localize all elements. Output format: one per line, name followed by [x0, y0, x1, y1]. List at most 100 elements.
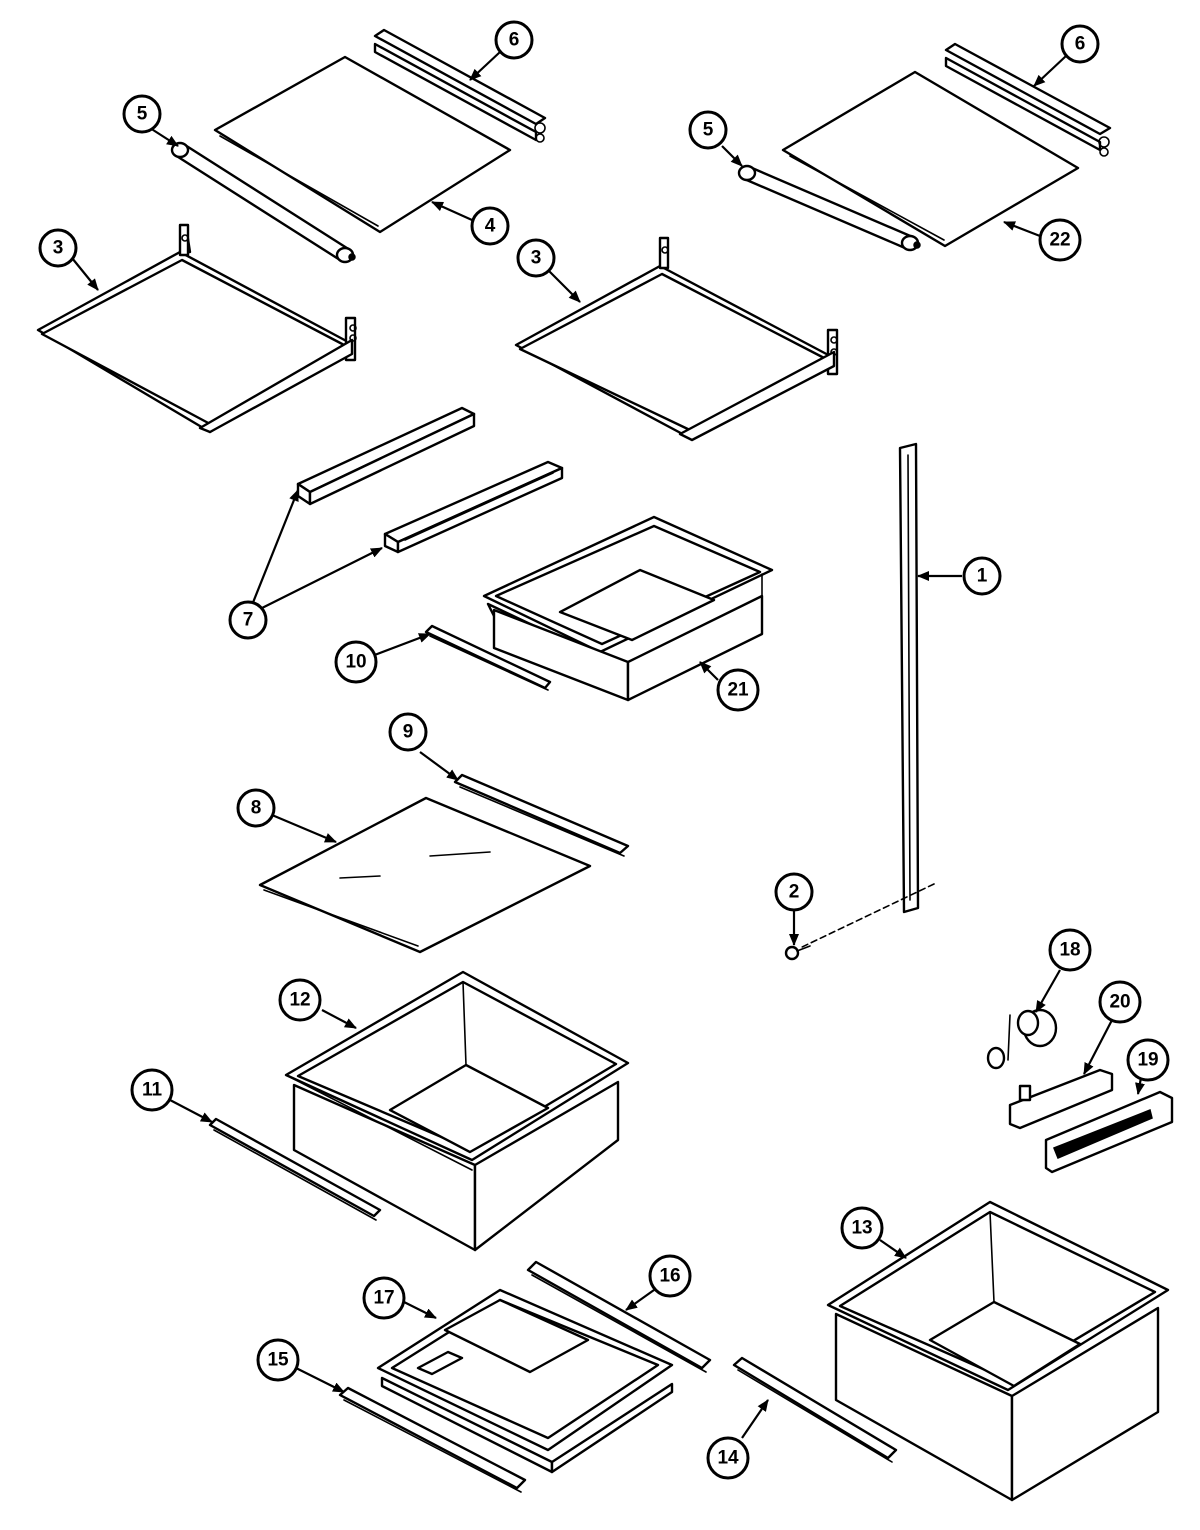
leader-line-3a — [71, 257, 99, 291]
shelf-frame-part-3-left — [36, 223, 357, 434]
leader-line-3b — [547, 269, 581, 303]
callout-13: 13 — [840, 1206, 884, 1250]
callout-22: 22 — [1038, 218, 1082, 262]
crisper-cover-part-17 — [376, 1288, 674, 1474]
leader-line-20 — [1083, 1019, 1113, 1075]
callout-label-5-right: 5 — [703, 120, 714, 141]
screw-part-2 — [784, 945, 811, 961]
callout-label-3-right: 3 — [531, 248, 542, 269]
callout-19: 19 — [1126, 1038, 1170, 1082]
leader-line-9 — [419, 751, 459, 781]
callout-label-4: 4 — [485, 216, 496, 237]
callout-3-right: 3 — [516, 238, 556, 278]
callout-5-left: 5 — [122, 94, 162, 134]
control-knob-part-18 — [986, 1008, 1058, 1070]
shelf-roller-part-5-right — [737, 164, 921, 252]
glass-cover-part-8 — [258, 796, 592, 954]
callout-label-11: 11 — [142, 1080, 163, 1101]
trim-strip-part-15 — [338, 1386, 527, 1493]
callout-label-18: 18 — [1059, 940, 1080, 961]
callout-label-5-left: 5 — [137, 104, 148, 125]
callout-2: 2 — [774, 872, 814, 912]
trim-strip-part-16 — [526, 1260, 712, 1373]
callout-label-21: 21 — [727, 680, 749, 701]
callout-label-7: 7 — [243, 610, 254, 631]
callout-label-19: 19 — [1137, 1050, 1158, 1071]
callout-label-22: 22 — [1049, 230, 1070, 251]
leader-line-8 — [271, 813, 337, 844]
leader-lines — [71, 51, 1145, 1439]
callout-8: 8 — [236, 788, 276, 828]
leader-line-12 — [321, 1009, 357, 1029]
shelf-roller-part-5-left — [170, 141, 356, 264]
leader-line-5b — [721, 145, 743, 167]
crisper-pan-part-13 — [826, 1200, 1170, 1502]
callout-label-16: 16 — [659, 1266, 680, 1287]
glass-shelf-part-22 — [781, 70, 1080, 248]
callout-10: 10 — [334, 640, 378, 684]
callout-label-12: 12 — [289, 990, 310, 1011]
leader-line-15 — [295, 1367, 345, 1393]
leader-line-18 — [1035, 969, 1061, 1013]
callout-label-8: 8 — [251, 798, 262, 819]
callout-label-6-left: 6 — [509, 30, 520, 51]
callout-6-left: 6 — [494, 20, 534, 60]
leader-line-4 — [431, 200, 473, 222]
shelf-trim-part-6-right — [944, 42, 1112, 157]
shelf-support-rail-part-1 — [799, 442, 935, 949]
trim-strip-part-10 — [424, 624, 552, 691]
leader-line-6b — [1033, 55, 1067, 87]
drawer-part-21 — [482, 515, 774, 702]
callout-label-17: 17 — [373, 1288, 394, 1309]
callout-20: 20 — [1098, 980, 1142, 1024]
crisper-pan-part-12 — [284, 970, 630, 1252]
leader-line-22 — [1003, 220, 1041, 238]
shelf-frame-part-3-right — [514, 236, 839, 442]
callout-21: 21 — [716, 668, 760, 712]
drawer-rails-part-7 — [296, 406, 564, 554]
callout-4: 4 — [470, 206, 510, 246]
callout-1: 1 — [962, 556, 1002, 596]
trim-strip-part-9 — [453, 773, 630, 857]
callout-12: 12 — [278, 978, 322, 1022]
callout-label-14: 14 — [717, 1448, 739, 1469]
callout-16: 16 — [648, 1254, 692, 1298]
callout-11: 11 — [130, 1068, 174, 1112]
leader-line-17 — [399, 1299, 437, 1319]
callout-7: 7 — [228, 600, 268, 640]
leader-line-14 — [741, 1399, 769, 1439]
leader-line-21 — [699, 661, 719, 681]
callout-5-right: 5 — [688, 110, 728, 150]
callout-label-13: 13 — [851, 1218, 872, 1239]
shelf-trim-part-6-left — [373, 28, 547, 143]
trim-strip-part-11 — [208, 1117, 382, 1221]
control-bracket-part-20 — [1008, 1068, 1114, 1130]
callout-18: 18 — [1048, 928, 1092, 972]
trim-strip-part-14 — [732, 1356, 898, 1463]
callout-label-6-right: 6 — [1075, 34, 1086, 55]
callout-3-left: 3 — [38, 228, 78, 268]
leader-line-7a — [250, 489, 300, 606]
leader-line-13 — [879, 1239, 907, 1259]
leader-line-10 — [371, 632, 431, 658]
callout-9: 9 — [388, 712, 428, 752]
callout-17: 17 — [362, 1276, 406, 1320]
callout-15: 15 — [256, 1338, 300, 1382]
leader-line-7b — [261, 547, 383, 609]
callout-label-20: 20 — [1109, 992, 1130, 1013]
callout-label-9: 9 — [403, 722, 414, 743]
leader-line-16 — [625, 1289, 655, 1311]
callout-label-1: 1 — [977, 566, 988, 587]
callout-label-2: 2 — [789, 882, 800, 903]
callout-label-3-left: 3 — [53, 238, 64, 259]
control-housing-part-19 — [1044, 1090, 1174, 1174]
callout-14: 14 — [706, 1436, 750, 1480]
callout-label-10: 10 — [345, 652, 366, 673]
leader-line-6a — [469, 51, 501, 81]
callout-6-right: 6 — [1060, 24, 1100, 64]
glass-shelf-part-4 — [213, 55, 512, 234]
leader-line-5a — [149, 127, 179, 147]
callout-label-15: 15 — [267, 1350, 289, 1371]
